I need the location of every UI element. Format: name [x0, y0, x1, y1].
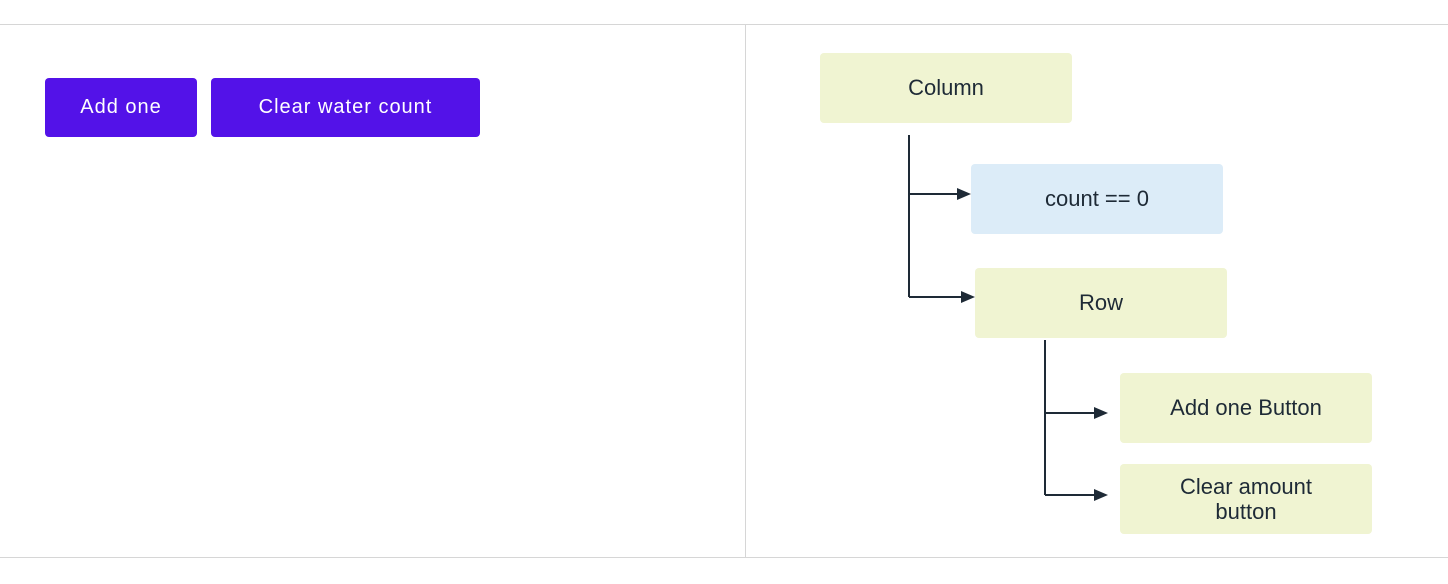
panel-divider [745, 24, 746, 558]
add-one-button[interactable]: Add one [45, 78, 197, 137]
arrowhead-condition [957, 188, 971, 200]
clear-amount-button-node-label-line1: Clear amount [1179, 473, 1313, 499]
arrowhead-row [961, 291, 975, 303]
condition-node: count == 0 [971, 164, 1223, 234]
arrowhead-add [1094, 407, 1108, 419]
add-one-button-node: Add one Button [1120, 373, 1372, 443]
condition-node-label: count == 0 [1045, 186, 1149, 212]
arrowhead-clear [1094, 489, 1108, 501]
row-node-label: Row [1078, 290, 1123, 316]
add-one-button-node-label: Add one Button [1170, 395, 1322, 421]
column-node: Column [820, 53, 1072, 123]
clear-amount-button-node-label-line2: button [1215, 499, 1277, 524]
row-node: Row [975, 268, 1227, 338]
top-border [0, 24, 1448, 25]
clear-amount-button-node: Clear amount button [1120, 464, 1372, 534]
column-node-label: Column [908, 75, 984, 101]
bottom-border [0, 557, 1448, 558]
clear-water-count-button[interactable]: Clear water count [211, 78, 480, 137]
